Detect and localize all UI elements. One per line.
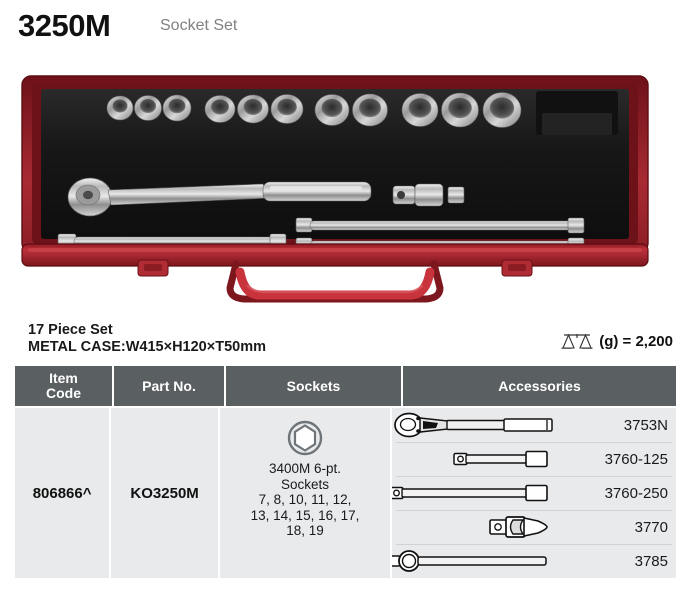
- weight-block: (g) = 2,200: [560, 331, 673, 351]
- table-header-row: Item Code Part No. Sockets Accessories: [15, 366, 676, 406]
- accessory-illustration: [392, 412, 580, 438]
- sliding-t-bar-icon: [391, 550, 547, 572]
- universal-joint-icon: [489, 516, 548, 538]
- balance-scale-icon: [561, 333, 593, 349]
- accessory-illustration: [391, 483, 580, 503]
- ratchet-in-case: [67, 177, 372, 217]
- case-latch-left: [137, 259, 169, 277]
- piece-count-label: 17 Piece Set: [28, 322, 113, 338]
- spec-block: 17 Piece Set METAL CASE:W415×H120×T50mm: [28, 322, 266, 356]
- accessory-row: 3785: [391, 544, 676, 578]
- case-latch-right: [501, 259, 533, 277]
- page-title: 3250M: [18, 8, 111, 43]
- item-code-header-line2: Code: [46, 385, 81, 401]
- accessory-code: 3760-125: [604, 450, 668, 468]
- accessory-code: 3785: [634, 552, 668, 570]
- case-dimensions-label: METAL CASE:W415×H120×T50mm: [28, 339, 266, 355]
- accessory-row: 3770: [392, 510, 676, 544]
- accessory-illustration: [392, 449, 580, 469]
- socket-row: [106, 92, 522, 128]
- socket-sizes-line3: 18, 19: [286, 523, 324, 538]
- column-header-item-code: Item Code: [15, 366, 112, 406]
- accessory-code: 3753N: [623, 416, 668, 434]
- extension-bar-short-icon: [453, 450, 548, 468]
- column-header-part-no: Part No.: [114, 366, 224, 406]
- accessory-row: 3760-125: [392, 442, 676, 476]
- accessory-row: 3753N: [392, 408, 676, 442]
- case-carry-handle: [226, 260, 444, 303]
- table-row: 806866^ KO3250M 3400M 6-pt. Sockets 7, 8…: [15, 408, 676, 578]
- product-photo: [8, 58, 668, 308]
- hex-socket-icon: [287, 420, 323, 456]
- item-code-header-line1: Item: [49, 370, 78, 386]
- column-header-accessories: Accessories: [403, 366, 676, 406]
- socket-sizes-line1: 7, 8, 10, 11, 12,: [258, 492, 352, 507]
- page-header: 3250M Socket Set: [0, 0, 691, 56]
- weight-value: (g) = 2,200: [599, 332, 673, 350]
- cell-sockets: 3400M 6-pt. Sockets 7, 8, 10, 11, 12, 13…: [220, 408, 390, 578]
- socket-title-line1: 3400M 6-pt.: [268, 461, 342, 476]
- socket-set-case-illustration: [21, 75, 649, 303]
- cell-part-no: KO3250M: [111, 408, 219, 578]
- socket-title-line2: Sockets: [280, 476, 330, 492]
- product-detail-table: Item Code Part No. Sockets Accessories 8…: [15, 366, 676, 578]
- accessory-illustration: [391, 549, 580, 573]
- product-subtitle: Socket Set: [160, 17, 238, 34]
- accessory-code: 3760-250: [604, 484, 668, 502]
- universal-joint-in-case: [392, 183, 465, 207]
- cell-item-code: 806866^: [15, 408, 110, 578]
- socket-sizes-line2: 13, 14, 15, 16, 17,: [250, 507, 360, 523]
- ratchet-handle-icon: [394, 412, 553, 438]
- extension-bar-long-icon: [391, 484, 548, 502]
- part-no-value: KO3250M: [130, 484, 199, 502]
- column-header-sockets: Sockets: [226, 366, 401, 406]
- accessory-row: 3760-250: [391, 476, 676, 510]
- accessory-code: 3770: [634, 518, 668, 536]
- cell-accessories: 3753N 3760-125: [391, 408, 676, 578]
- accessory-illustration: [392, 514, 580, 540]
- item-code-value: 806866^: [32, 484, 92, 502]
